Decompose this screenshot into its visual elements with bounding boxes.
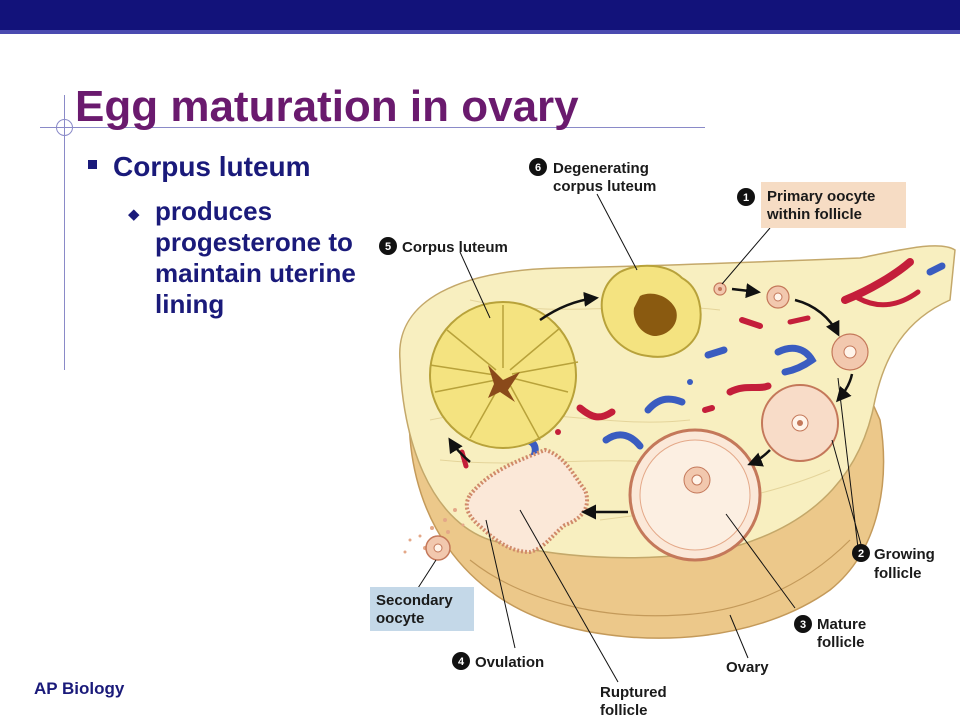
label-ovary: Ovary (726, 659, 769, 676)
corpus-luteum-folds (429, 305, 579, 441)
mature-follicle-oocyte (691, 474, 703, 486)
svg-text:follicle: follicle (600, 702, 648, 719)
secondary-oocyte-nucleus (433, 543, 443, 553)
mature-follicle-inner (639, 439, 751, 551)
corpus-luteum-core (488, 365, 520, 402)
svg-text:4: 4 (458, 656, 465, 668)
label-corpus-luteum: 5 Corpus luteum (379, 237, 508, 256)
ruptured-follicle (464, 447, 589, 555)
vein (602, 431, 644, 450)
top-banner-stripe (0, 30, 960, 34)
artery (555, 429, 561, 435)
vein (687, 379, 693, 385)
svg-text:Growing: Growing (874, 546, 935, 563)
decorative-horizontal-line (40, 127, 705, 128)
label-growing-follicle: 2 Growing follicle (852, 544, 935, 582)
bullet-level-1: Corpus luteum (88, 151, 311, 183)
diamond-bullet-icon: ◆ (128, 206, 140, 223)
label-primary-oocyte: 1 Primary oocyte within follicle (737, 188, 875, 223)
svg-text:follicle: follicle (874, 565, 922, 582)
artery (855, 289, 921, 308)
primary-oocyte-label-bg (761, 182, 906, 228)
label-ruptured-follicle: Ruptured follicle (600, 684, 667, 719)
decorative-crosshair-icon (56, 119, 73, 136)
bullet-level-2: produces progesterone to maintain uterin… (155, 196, 356, 319)
vein (926, 262, 946, 276)
svg-text:Ovary: Ovary (726, 659, 769, 676)
follicle-oocyte-nucleus (797, 420, 803, 426)
footer-label: AP Biology (34, 679, 125, 698)
degenerating-corpus-luteum-core (633, 293, 677, 336)
svg-text:Ovulation: Ovulation (475, 654, 544, 671)
artery (739, 317, 763, 329)
svg-text:follicle: follicle (817, 634, 865, 651)
svg-text:Ruptured: Ruptured (600, 684, 667, 701)
label-mature-follicle: 3 Mature follicle (794, 615, 866, 651)
label-degenerating-corpus-luteum: 6 Degenerating corpus luteum (529, 158, 656, 195)
svg-text:Mature: Mature (817, 616, 866, 633)
artery (841, 258, 914, 304)
svg-text:2: 2 (858, 548, 864, 560)
svg-text:6: 6 (535, 162, 541, 174)
svg-text:oocyte: oocyte (376, 610, 424, 627)
leader-lines (417, 193, 863, 683)
top-banner (0, 0, 960, 30)
bullet-text: Corpus luteum (113, 151, 311, 182)
follicle-oocyte (773, 292, 783, 302)
cycle-arrows (448, 283, 854, 520)
corpus-luteum (429, 301, 577, 449)
svg-text:Corpus luteum: Corpus luteum (402, 239, 508, 256)
ovary-lower-bumps (469, 539, 851, 617)
secondary-oocyte-label-bg (370, 587, 474, 631)
svg-text:Degenerating: Degenerating (553, 160, 649, 177)
decorative-vertical-line (64, 95, 65, 370)
artery (787, 315, 811, 325)
label-ovulation: 4 Ovulation (452, 652, 544, 671)
follicle-oocyte (843, 345, 857, 359)
artery (726, 382, 772, 396)
slide-title: Egg maturation in ovary (75, 82, 579, 131)
square-bullet-icon (88, 160, 97, 170)
label-secondary-oocyte: Secondary oocyte (376, 592, 453, 627)
svg-text:within follicle: within follicle (766, 206, 862, 223)
svg-text:Secondary: Secondary (376, 592, 453, 609)
primary-oocyte-nucleus (718, 287, 722, 291)
svg-text:1: 1 (743, 192, 749, 204)
artery (576, 404, 616, 421)
vein (644, 395, 686, 414)
vein (774, 344, 817, 376)
svg-text:Primary oocyte: Primary oocyte (767, 188, 875, 205)
svg-text:5: 5 (385, 241, 391, 253)
svg-text:3: 3 (800, 619, 806, 631)
vein (704, 346, 728, 359)
svg-text:corpus luteum: corpus luteum (553, 178, 656, 195)
artery (702, 405, 715, 413)
